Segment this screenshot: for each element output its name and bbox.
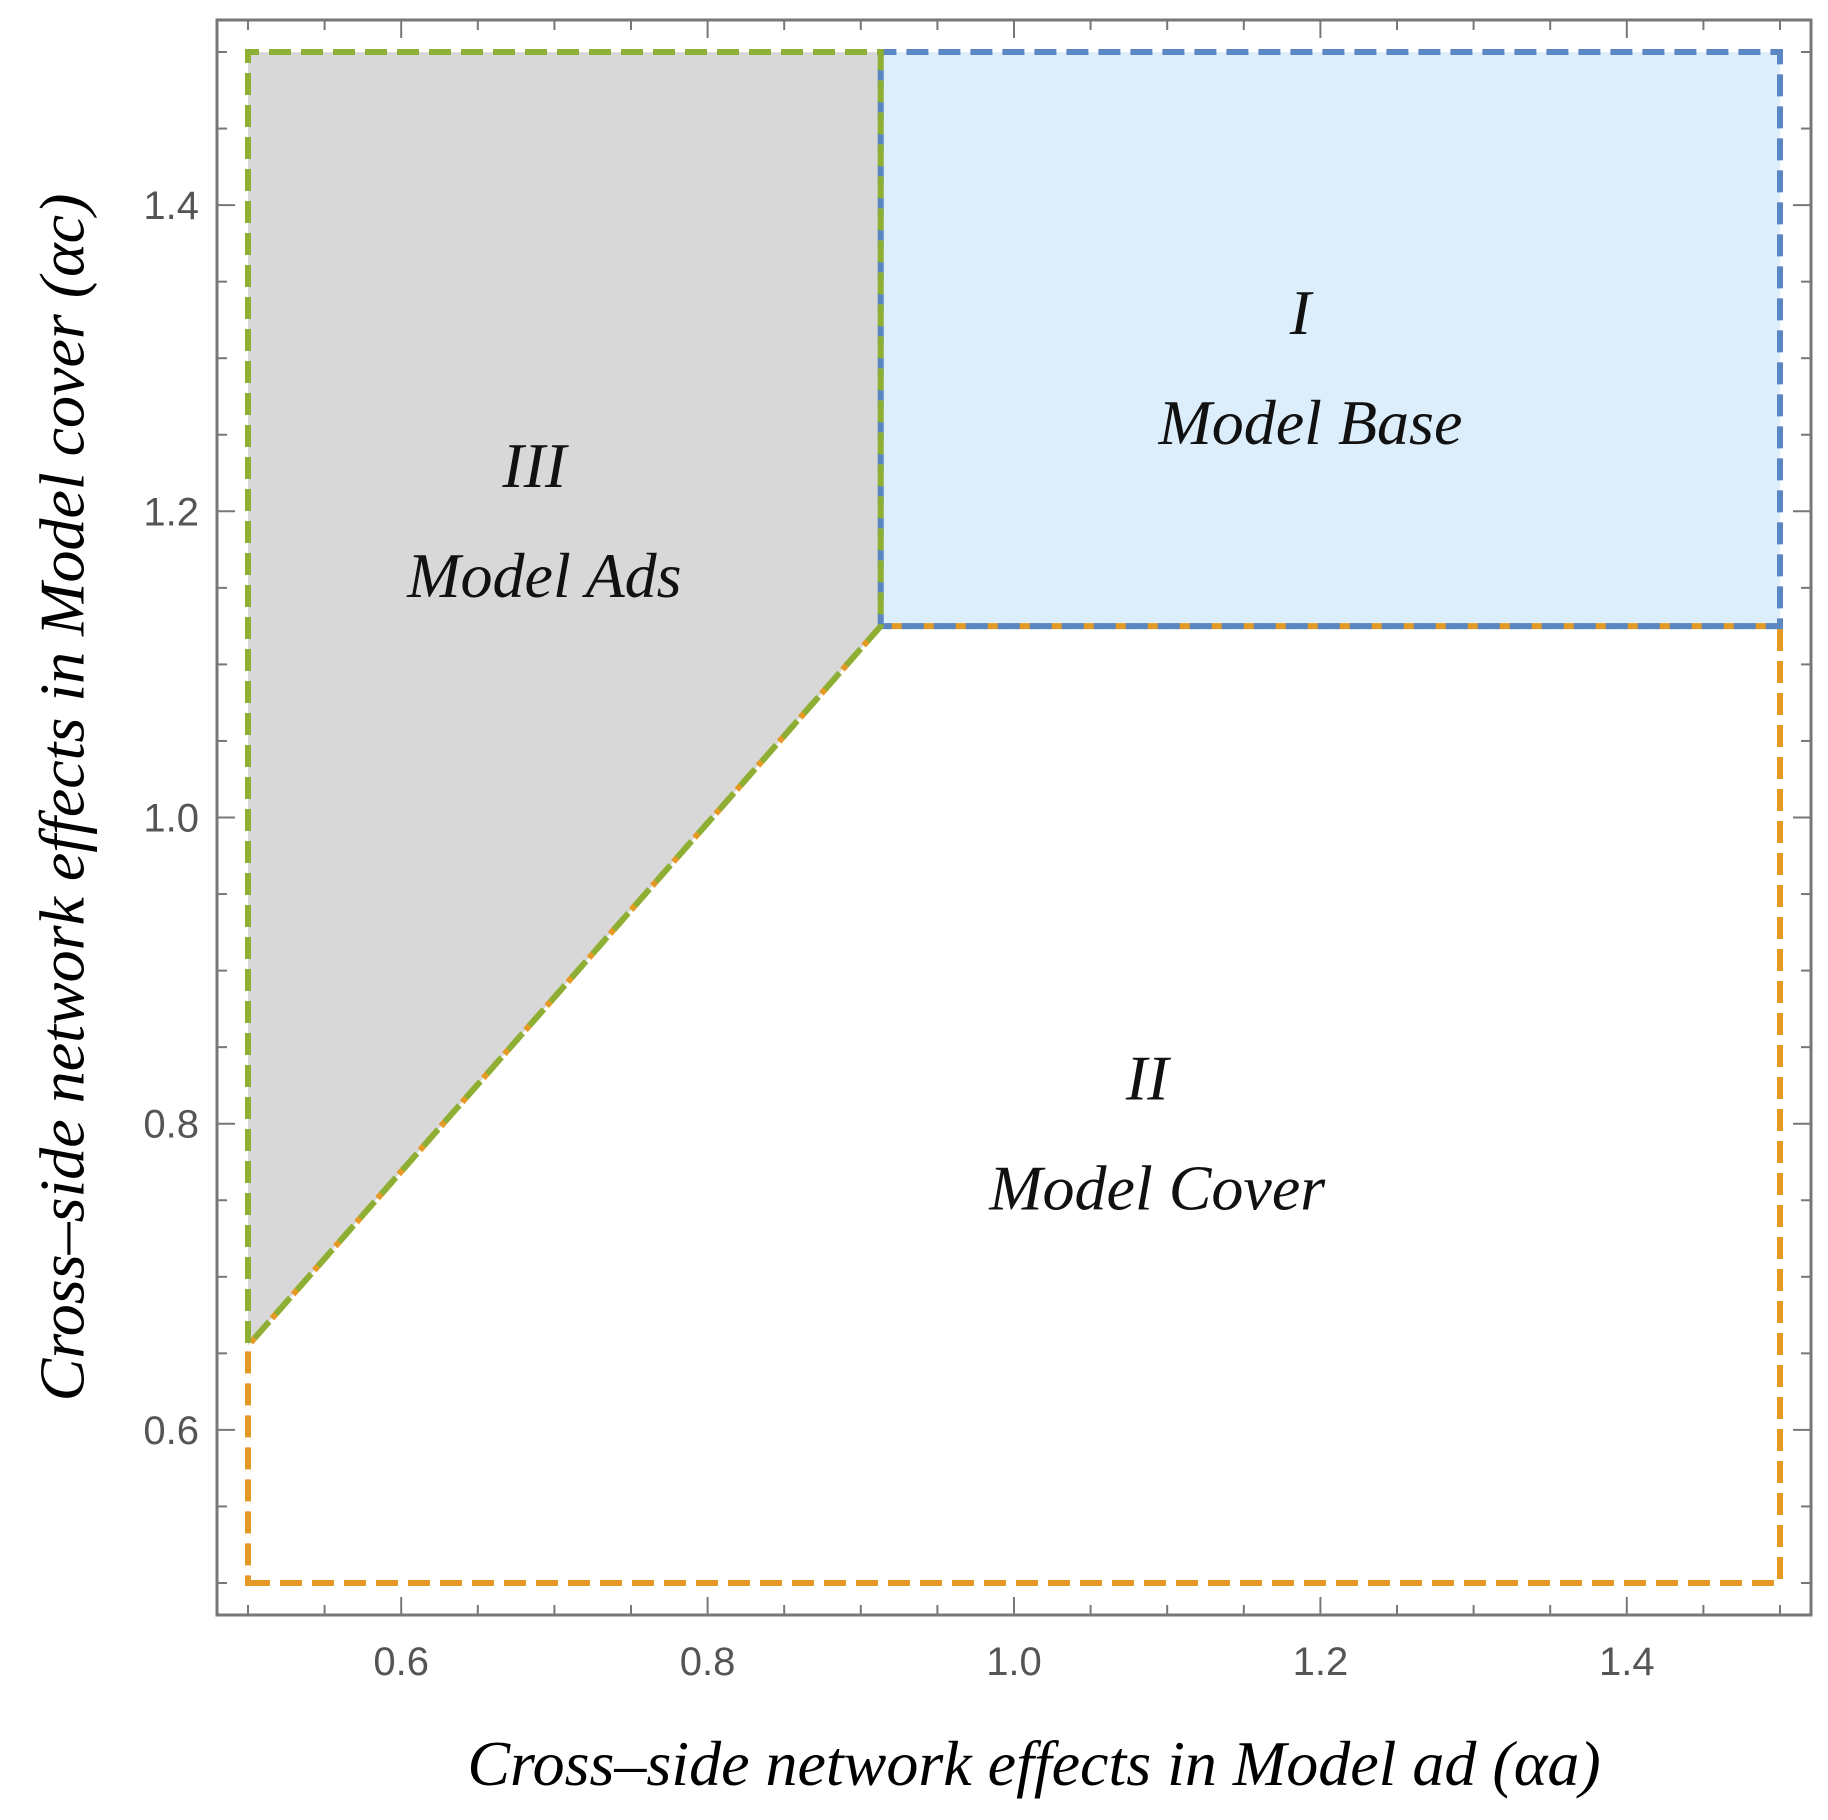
region-numeral: II: [1125, 1042, 1171, 1113]
region-numeral: III: [501, 430, 569, 501]
y-tick-label: 1.4: [143, 184, 199, 228]
region-name: Model Ads: [406, 540, 681, 611]
y-axis-label: Cross–side network effects in Model cove…: [27, 194, 98, 1402]
x-tick-label: 1.4: [1599, 1640, 1655, 1684]
region-model-cover-border: [245, 623, 1783, 1586]
region-model-ads-fill: [248, 52, 881, 1346]
region-name: Model Cover: [988, 1152, 1326, 1223]
region-model-ads-border: [245, 49, 884, 1354]
borders-layer: [245, 49, 1783, 1586]
regions-layer: [248, 52, 1780, 1583]
x-tick-label: 0.8: [680, 1640, 736, 1684]
x-tick-label: 1.0: [986, 1640, 1042, 1684]
region-model-cover-fill: [248, 626, 1780, 1583]
region-name: Model Base: [1157, 387, 1462, 458]
x-tick-label: 0.6: [373, 1640, 429, 1684]
ticks-layer: 0.6 0.8 1.0 1.2 1.4 0.6 0.8 1.0 1.2 1.4: [143, 20, 1811, 1684]
region-label-model-base: I Model Base: [1157, 277, 1462, 458]
y-tick-label: 1.0: [143, 797, 199, 841]
region-numeral: I: [1289, 277, 1314, 348]
y-tick-label: 0.6: [143, 1409, 199, 1453]
y-tick-label: 0.8: [143, 1103, 199, 1147]
region-label-model-cover: II Model Cover: [988, 1042, 1326, 1223]
region-label-model-ads: III Model Ads: [406, 430, 681, 611]
x-tick-label: 1.2: [1293, 1640, 1349, 1684]
x-axis-label: Cross–side network effects in Model ad (…: [467, 1728, 1600, 1799]
y-tick-label: 1.2: [143, 490, 199, 534]
region-model-base-fill: [880, 52, 1780, 627]
